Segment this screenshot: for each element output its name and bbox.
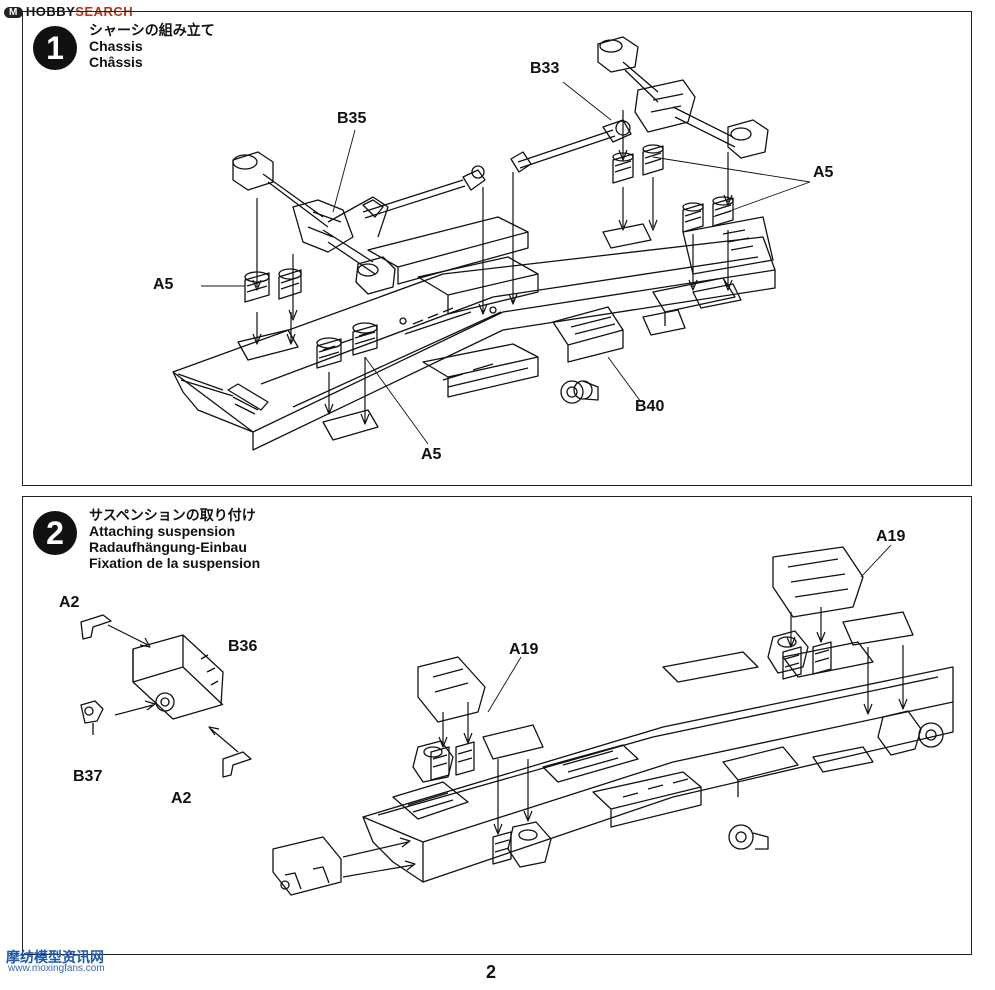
title-english: Chassis bbox=[89, 38, 143, 54]
b36-subassembly-illustration bbox=[80, 614, 252, 778]
title-french: Fixation de la suspension bbox=[89, 555, 261, 571]
label-a2-bottom: A2 bbox=[171, 790, 192, 807]
step-1-title: シャーシの組み立て Chassis Châssis bbox=[89, 22, 215, 70]
step-number-badge: 2 bbox=[33, 511, 77, 555]
label-a19-mid: A19 bbox=[509, 641, 539, 658]
title-french: Châssis bbox=[89, 54, 143, 70]
label-b33: B33 bbox=[530, 60, 560, 77]
chassis-with-suspension-illustration bbox=[272, 546, 954, 896]
moxingfans-url-watermark: www.moxingfans.com bbox=[8, 963, 105, 974]
label-b37: B37 bbox=[73, 768, 103, 785]
label-a5-right: A5 bbox=[813, 164, 834, 181]
leader-lines bbox=[201, 81, 811, 445]
watermark-logo-icon: M bbox=[4, 7, 23, 18]
page-number: 2 bbox=[486, 962, 497, 982]
a5-spring-mounts-illustration bbox=[237, 144, 742, 441]
title-german: Radaufhängung-Einbau bbox=[89, 539, 247, 555]
title-japanese: シャーシの組み立て bbox=[89, 22, 215, 38]
step-2-title: サスペンションの取り付け Attaching suspension Radauf… bbox=[89, 507, 260, 571]
step-number-badge: 1 bbox=[33, 26, 77, 70]
label-b36: B36 bbox=[228, 638, 258, 655]
assembly-arrows bbox=[107, 607, 908, 878]
label-a2-top: A2 bbox=[59, 594, 80, 611]
suspension-assembly-drawing bbox=[80, 544, 954, 896]
label-b40: B40 bbox=[635, 398, 665, 415]
label-a5-left: A5 bbox=[153, 276, 174, 293]
chassis-assembly-drawing bbox=[172, 36, 811, 451]
rear-axle-b33-illustration bbox=[510, 36, 769, 173]
label-a5-bottom: A5 bbox=[421, 446, 442, 463]
assembly-arrows bbox=[252, 110, 733, 425]
front-axle-b35-illustration bbox=[232, 151, 486, 295]
label-b35: B35 bbox=[337, 110, 367, 127]
moxingfans-watermark: 摩纺模型资讯网 bbox=[6, 949, 104, 965]
title-japanese: サスペンションの取り付け bbox=[89, 507, 256, 523]
title-english: Attaching suspension bbox=[89, 523, 236, 539]
step-2-panel: 2 サスペンションの取り付け Attaching suspension Rada… bbox=[22, 496, 972, 955]
step-1-panel: 1 シャーシの組み立て Chassis Châssis bbox=[22, 11, 972, 486]
chassis-frame-illustration bbox=[172, 216, 776, 451]
label-a19-right: A19 bbox=[876, 528, 906, 545]
leader-lines bbox=[487, 544, 892, 713]
